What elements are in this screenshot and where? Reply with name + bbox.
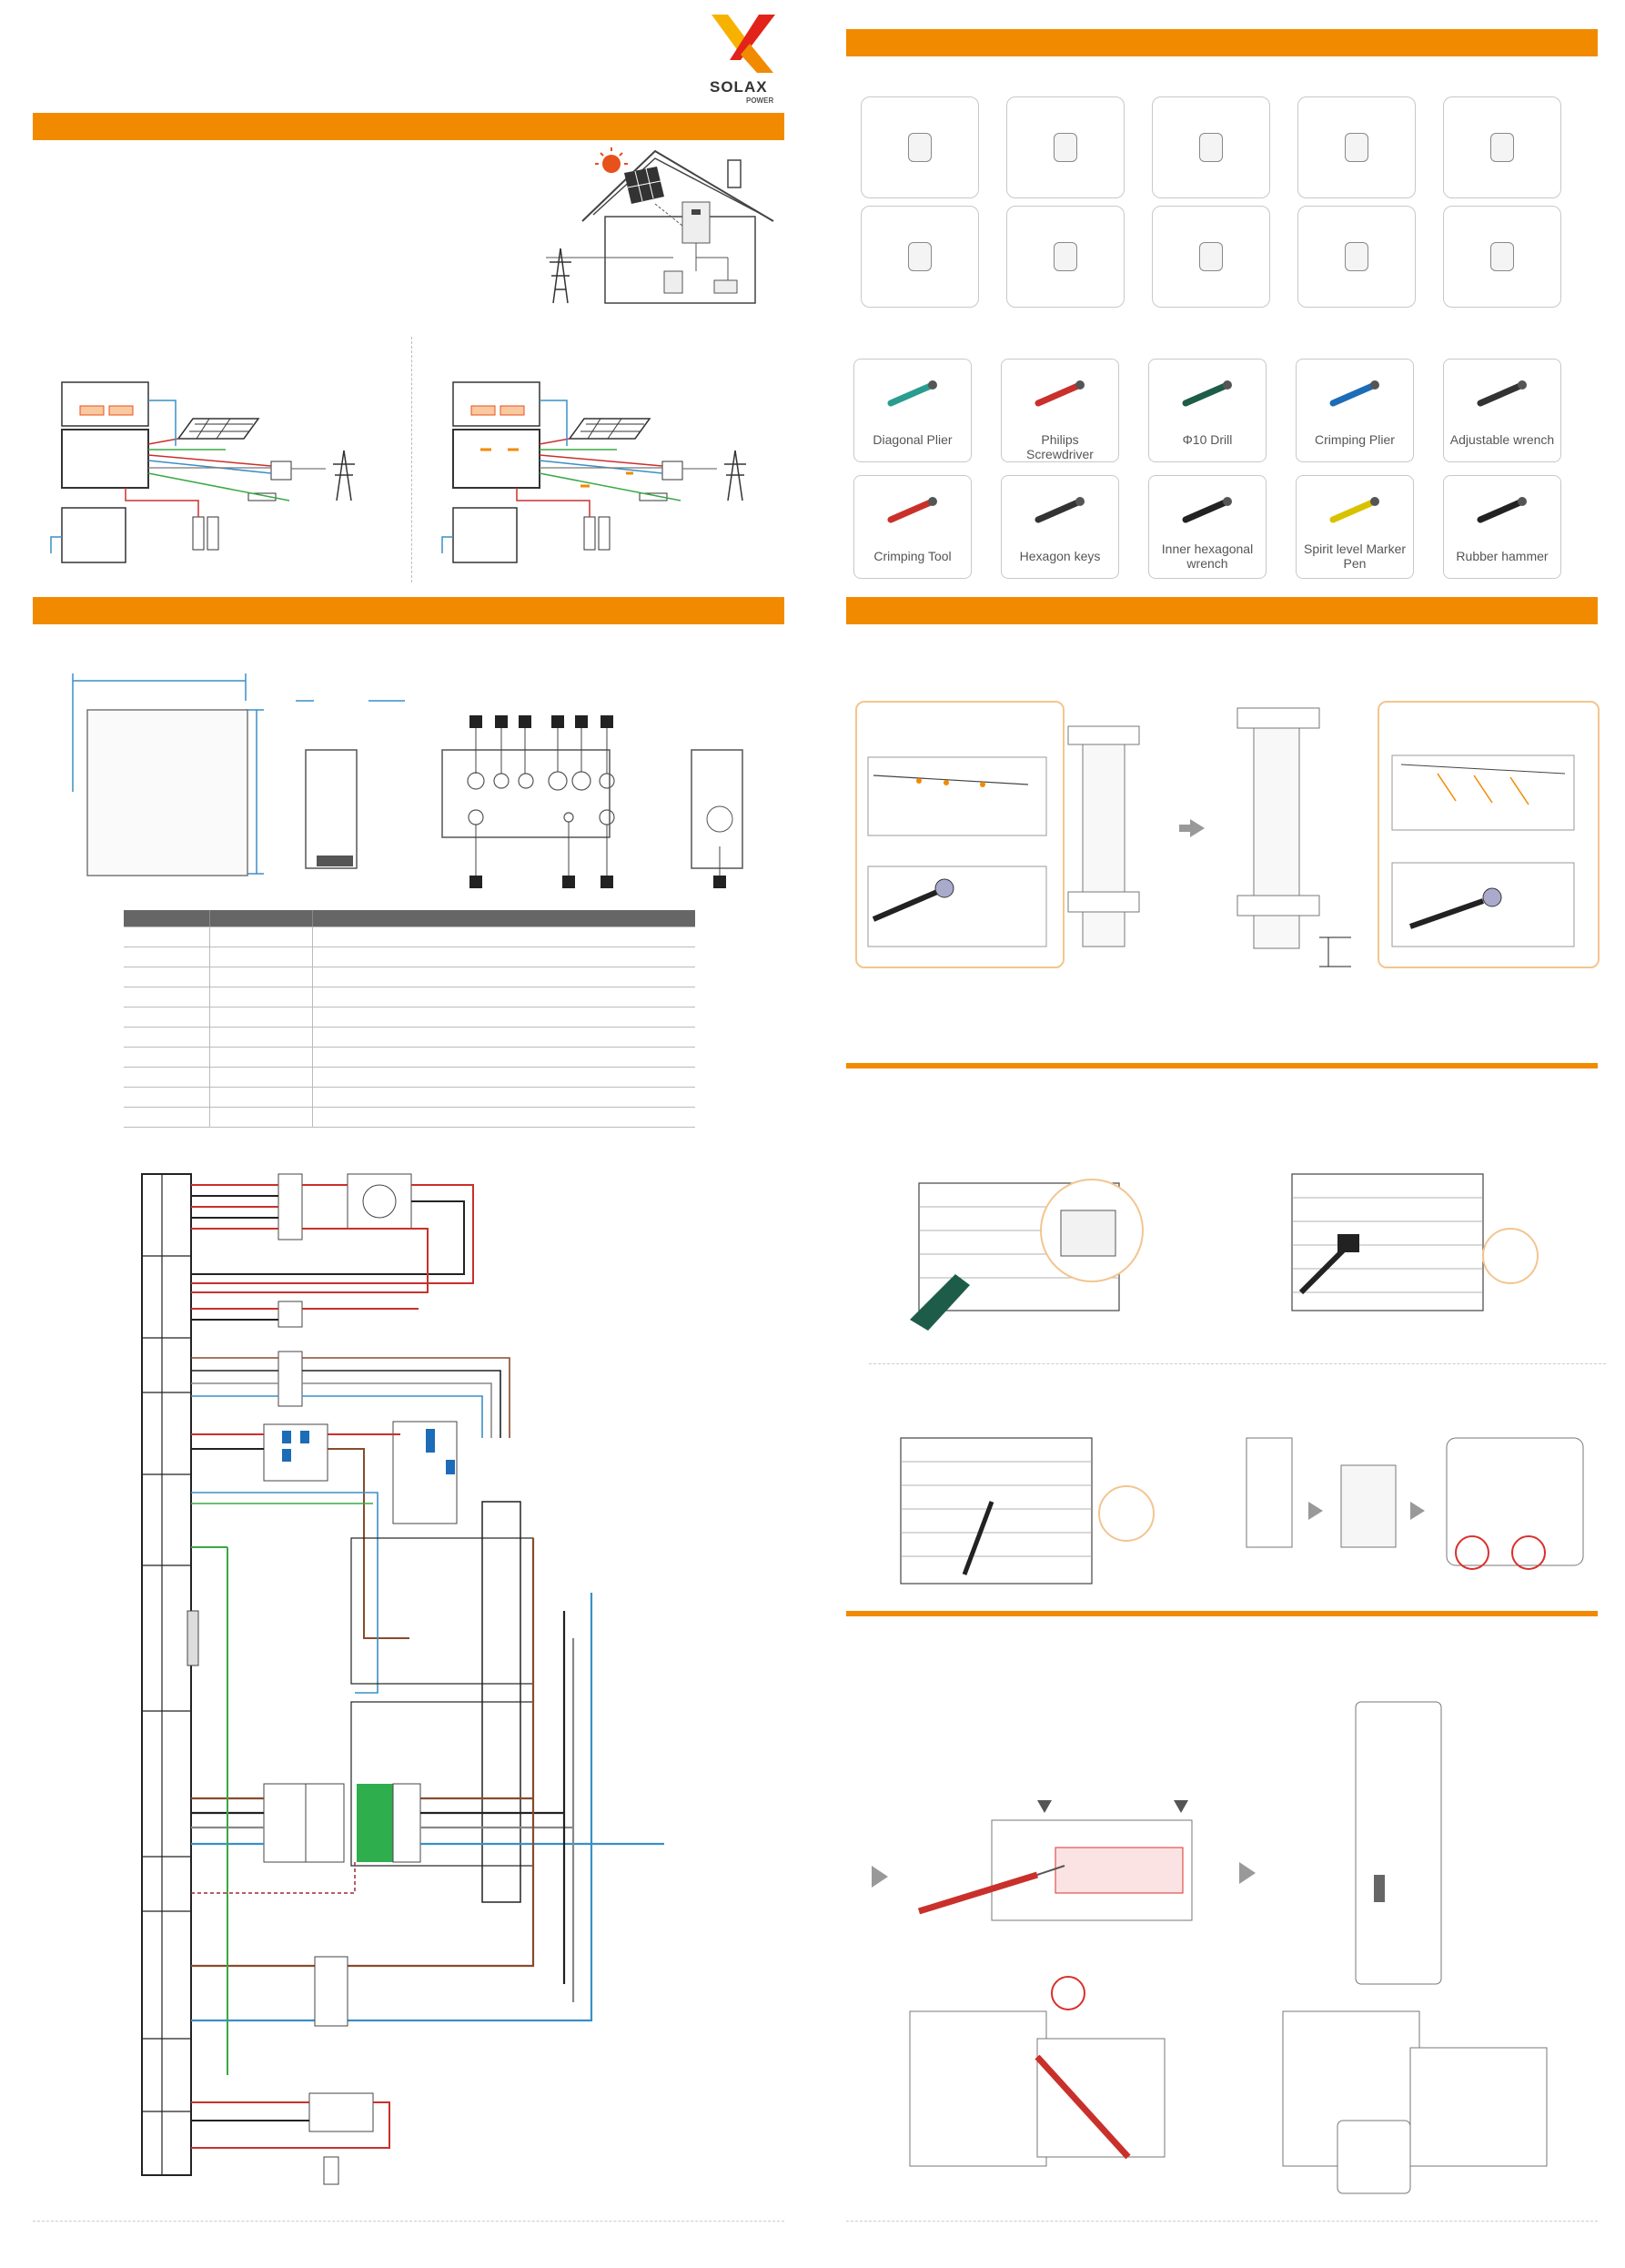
divider-vertical xyxy=(411,337,412,582)
pin-icon xyxy=(1345,242,1368,271)
crimping-tool-icon xyxy=(885,494,940,527)
expansion-bolt-icon xyxy=(1490,133,1514,162)
tool-label: Philips Screwdriver xyxy=(1026,432,1094,461)
tool-label: Inner hexagonal wrench xyxy=(1161,542,1254,571)
tool-item: Adjustable wrench xyxy=(1443,359,1561,462)
step-arrow-icon xyxy=(1239,1862,1256,1884)
logo-word: SOLAX xyxy=(710,78,768,96)
section-rule-wall xyxy=(846,1063,1598,1068)
tool-label: Adjustable wrench xyxy=(1449,432,1555,447)
nut-icon xyxy=(1345,133,1368,162)
section-rule-cover xyxy=(846,1611,1598,1616)
connector-icon xyxy=(1490,242,1514,271)
accessory-item xyxy=(1443,96,1561,198)
logo-sub: POWER xyxy=(746,96,774,105)
accessory-item xyxy=(861,96,979,198)
tool-item: Diagonal Plier xyxy=(853,359,972,462)
tool-label: Spirit level Marker Pen xyxy=(1303,542,1407,571)
accessory-item xyxy=(1297,206,1416,308)
tool-item: Rubber hammer xyxy=(1443,475,1561,579)
x-logo-icon xyxy=(712,15,775,73)
accessory-item xyxy=(1152,206,1270,308)
accessory-item xyxy=(1297,96,1416,198)
tool-item: Crimping Tool xyxy=(853,475,972,579)
tool-label: Φ10 Drill xyxy=(1182,432,1233,447)
spirit-level-icon xyxy=(1327,494,1382,527)
drill-icon xyxy=(1180,378,1235,410)
screw-icon xyxy=(1199,133,1223,162)
tool-label: Hexagon keys xyxy=(1019,549,1101,563)
ring-terminal-icon xyxy=(908,242,932,271)
accessory-item xyxy=(1006,206,1125,308)
cover-removal-steps xyxy=(909,1701,1548,2194)
tool-item: Philips Screwdriver xyxy=(1001,359,1119,462)
rubber-hammer-icon xyxy=(1475,494,1529,527)
tool-label: Diagonal Plier xyxy=(873,432,953,447)
inner-hex-wrench-icon xyxy=(1180,494,1235,527)
section-bar-dimensions xyxy=(33,597,784,624)
tool-label: Rubber hammer xyxy=(1456,549,1549,563)
tool-item: Crimping Plier xyxy=(1296,359,1414,462)
plate-icon xyxy=(1054,133,1077,162)
tool-item: Inner hexagonal wrench xyxy=(1148,475,1267,579)
wall-divider xyxy=(869,1363,1606,1364)
system-diagram-left xyxy=(50,381,355,563)
tool-label: Crimping Plier xyxy=(1315,432,1395,447)
footer-rule-left xyxy=(33,2221,784,2222)
solax-logo: SOLAX POWER xyxy=(702,13,784,108)
house-illustration xyxy=(546,147,774,304)
small-screw-icon xyxy=(1199,242,1223,271)
wall-drilling-steps xyxy=(900,1173,1584,1585)
section-bar-mounting xyxy=(846,597,1598,624)
tool-item: Φ10 Drill xyxy=(1148,359,1267,462)
accessory-item xyxy=(1443,206,1561,308)
section-bar-system-overview xyxy=(33,113,784,140)
tool-item: Spirit level Marker Pen xyxy=(1296,475,1414,579)
section-bar-packing-list xyxy=(846,29,1598,56)
adjustable-wrench-icon xyxy=(1475,378,1529,410)
step-arrow-icon xyxy=(872,1866,888,1888)
spec-table xyxy=(124,910,695,1128)
accessory-item xyxy=(861,206,979,308)
bracket-panel-left xyxy=(855,701,1065,968)
dimension-drawings xyxy=(72,673,743,888)
system-diagram-right xyxy=(441,381,746,563)
screwdriver-icon xyxy=(1033,378,1087,410)
tool-label: Crimping Tool xyxy=(873,549,952,563)
accessory-item xyxy=(1152,96,1270,198)
bracket-assembly xyxy=(867,707,1575,967)
tool-item: Hexagon keys xyxy=(1001,475,1119,579)
hexagon-keys-icon xyxy=(1033,494,1087,527)
wiring-diagram xyxy=(141,1173,664,2185)
accessory-item xyxy=(1006,96,1125,198)
crimping-plier-icon xyxy=(1327,378,1382,410)
bracket-panel-right xyxy=(1378,701,1600,968)
footer-rule-right xyxy=(846,2221,1598,2222)
bracket-icon xyxy=(908,133,932,162)
diagonal-plier-icon xyxy=(885,378,940,410)
ot-terminal-icon xyxy=(1054,242,1077,271)
